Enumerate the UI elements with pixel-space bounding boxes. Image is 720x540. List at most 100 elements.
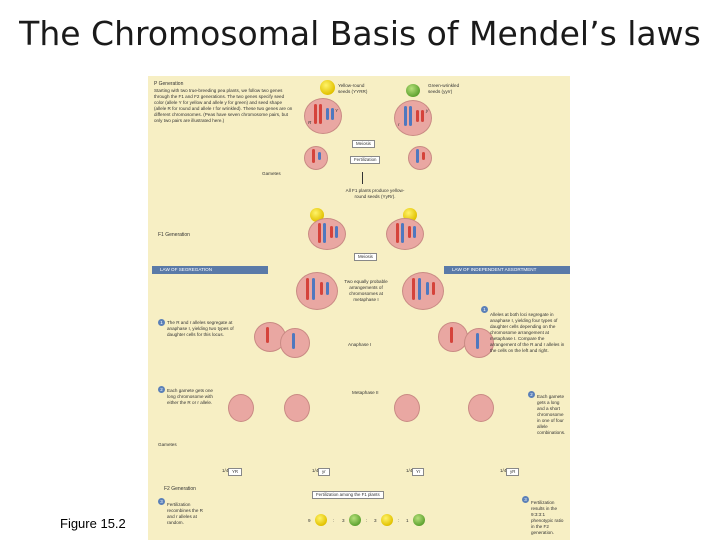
parent-cell-green	[394, 100, 432, 136]
chromosome	[266, 327, 269, 343]
yellow-round-pea	[315, 514, 327, 526]
anaphase-cell	[438, 322, 468, 352]
chromosome	[412, 278, 415, 300]
step-text: Alleles at both loci segregate in anapha…	[490, 312, 565, 353]
gametes-label-f1: Gametes	[158, 442, 177, 447]
parent-cell-yellow	[304, 98, 342, 134]
allele-label: R	[308, 120, 312, 125]
figure-panel: P Generation Starting with two true-bree…	[148, 76, 570, 540]
chromosome	[319, 104, 322, 124]
p-generation-label: P Generation	[154, 81, 184, 87]
metaphase2-cell	[228, 394, 254, 422]
chromosome	[326, 108, 329, 120]
step-badge: 1	[481, 306, 488, 313]
chromosome	[401, 223, 404, 243]
arrow	[362, 172, 363, 184]
ratio-separator: :	[366, 518, 368, 523]
gamete-genotype: YR	[228, 468, 243, 476]
metaphase-note: Two equally probable arrangements of chr…	[344, 279, 388, 302]
chromosome	[314, 104, 317, 124]
f2-generation-label: F2 Generation	[164, 486, 196, 492]
law-segregation-banner: LAW OF SEGREGATION	[152, 266, 268, 274]
gametes-label: Gametes	[262, 171, 281, 176]
step-text: The R and r alleles segregate at anaphas…	[167, 320, 234, 337]
meiosis-box: Meiosis	[352, 140, 375, 148]
metaphase-cell-right	[402, 272, 444, 310]
green-wrinkled-pea	[406, 84, 420, 97]
chromosome	[421, 110, 424, 122]
allele-label: Y	[335, 108, 339, 113]
gamete-cell	[304, 146, 328, 170]
green-wrinkled-pea	[413, 514, 425, 526]
step-badge: 2	[158, 386, 165, 393]
metaphase2-cell	[394, 394, 420, 422]
f2-fertilization-box: Fertilization among the F1 plants	[312, 491, 384, 499]
parent-yellow-label: Yellow-round seeds (YYRR)	[338, 83, 368, 94]
gamete-genotype: yR	[506, 468, 520, 476]
chromosome	[320, 282, 323, 295]
chromosome	[292, 333, 295, 349]
allele-label: y	[426, 108, 429, 113]
step-badge: 3	[522, 496, 529, 503]
metaphase2-label: Metaphase II	[352, 390, 379, 395]
anaphase-label: Anaphase I	[348, 342, 372, 347]
gamete-genotype: Yr	[412, 468, 425, 476]
figure-label: Figure 15.2	[60, 516, 126, 531]
chromosome	[318, 223, 321, 243]
yellow-round-pea	[320, 80, 335, 95]
chromosome	[432, 282, 435, 295]
chromosome	[409, 106, 412, 126]
gamete-fraction: 1/4	[406, 468, 413, 473]
chromosome	[416, 110, 419, 122]
chromosome	[312, 278, 315, 300]
f1-cell	[308, 218, 346, 250]
step-text: Each gamete gets a long and a short chro…	[537, 394, 566, 435]
f1-generation-label: F1 Generation	[158, 232, 190, 238]
chromosome	[422, 152, 425, 160]
chromosome	[326, 282, 329, 295]
f1-note: All F1 plants produce yellow-round seeds…	[345, 188, 405, 199]
chromosome	[318, 152, 321, 160]
ratio-separator: :	[333, 518, 335, 523]
ratio-value: 3	[342, 518, 345, 523]
ratio-separator: :	[398, 518, 400, 523]
metaphase2-cell	[284, 394, 310, 422]
f1-cell	[386, 218, 424, 250]
chromosome	[330, 226, 333, 238]
yellow-wrinkled-pea	[381, 514, 393, 526]
gamete-genotype: yr	[318, 468, 330, 476]
parent-green-label: Green-wrinkled seeds (yyrr)	[428, 83, 460, 94]
chromosome	[418, 278, 421, 300]
chromosome	[426, 282, 429, 295]
chromosome	[404, 106, 407, 126]
step-text: Each gamete gets one long chromosome wit…	[167, 388, 213, 405]
chromosome	[335, 226, 338, 238]
chromosome	[476, 333, 479, 349]
step-badge: 2	[528, 391, 535, 398]
step-badge: 3	[158, 498, 165, 505]
ratio-value: 3	[374, 518, 377, 523]
chromosome	[312, 149, 315, 163]
step-badge: 1	[158, 319, 165, 326]
ratio-value: 9	[308, 518, 311, 523]
slide-title: The Chromosomal Basis of Mendel’s laws	[19, 14, 701, 53]
step-text: Fertilization results in the 9:3:3:1 phe…	[531, 500, 564, 535]
chromosome	[306, 278, 309, 300]
gamete-fraction: 1/4	[222, 468, 229, 473]
anaphase-cell	[464, 328, 494, 358]
step-text: Fertilization recombines the R and r all…	[167, 502, 204, 525]
allele-label: r	[398, 122, 400, 127]
chromosome	[331, 108, 334, 120]
chromosome	[416, 149, 419, 163]
chromosome	[408, 226, 411, 238]
meiosis-box-f1: Meiosis	[354, 253, 377, 261]
chromosome	[323, 223, 326, 243]
metaphase-cell-left	[296, 272, 338, 310]
gamete-fraction: 1/4	[312, 468, 319, 473]
metaphase2-cell	[468, 394, 494, 422]
p-generation-intro: Starting with two true-breeding pea plan…	[154, 88, 293, 123]
gamete-fraction: 1/4	[500, 468, 507, 473]
gamete-cell	[408, 146, 432, 170]
chromosome	[396, 223, 399, 243]
chromosome	[413, 226, 416, 238]
